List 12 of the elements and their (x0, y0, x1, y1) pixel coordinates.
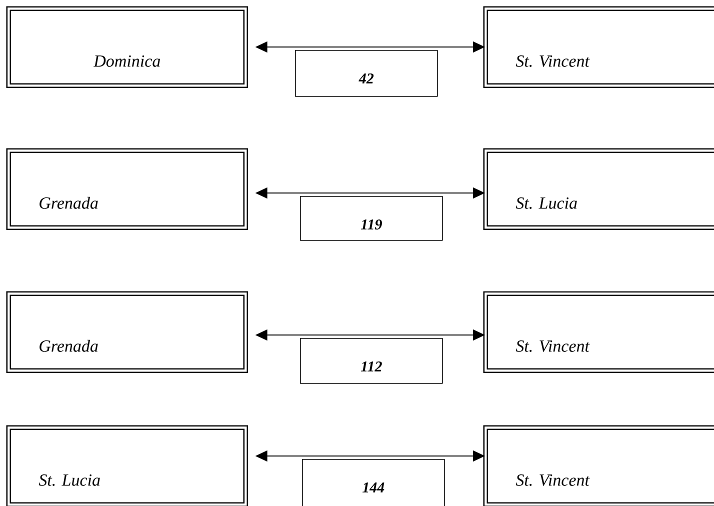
distance-box: 42 (295, 50, 438, 97)
country-box: St. Vincent (483, 291, 714, 374)
country-box: Dominica (6, 6, 248, 88)
country-box: St. Vincent (483, 6, 714, 88)
country-box: St. Lucia (483, 148, 714, 230)
country-box: Grenada (6, 291, 248, 374)
country-box: St. Vincent (483, 425, 714, 506)
distance-box: 144 (302, 459, 445, 506)
distance-box: 119 (300, 196, 443, 241)
distance-box: 112 (300, 338, 443, 384)
country-box: Grenada (6, 148, 248, 230)
country-box: St. Lucia (6, 425, 248, 506)
